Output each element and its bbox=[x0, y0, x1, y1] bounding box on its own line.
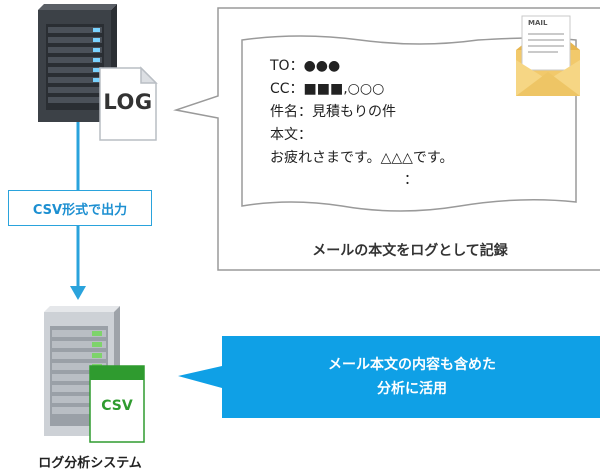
mail-caption: メールの本文をログとして記録 bbox=[312, 243, 508, 259]
insight-line-2: 分析に活用 bbox=[377, 381, 447, 397]
log-analysis-system-label: ログ分析システム bbox=[38, 456, 142, 471]
mail-body-text: お疲れさまです。△△△です。 bbox=[270, 150, 454, 166]
mail-ellipsis: ： bbox=[404, 172, 418, 188]
mail-cc-line: CC：■■■,○○○ bbox=[270, 81, 385, 97]
log-file-label: LOG bbox=[103, 90, 153, 114]
mail-icon-label: MAIL bbox=[528, 19, 548, 27]
insight-line-1: メール本文の内容も含めた bbox=[328, 357, 496, 373]
mail-to-line: TO：●●● bbox=[270, 58, 341, 74]
csv-file-label: CSV bbox=[101, 398, 133, 414]
insight-text: メール本文の内容も含めた 分析に活用 bbox=[222, 336, 600, 418]
dark-server-tower bbox=[38, 4, 117, 122]
mail-body-label: 本文： bbox=[270, 127, 312, 143]
mail-subject-line: 件名：見積もりの件 bbox=[270, 104, 396, 120]
csv-output-label: CSV形式で出力 bbox=[8, 190, 152, 226]
